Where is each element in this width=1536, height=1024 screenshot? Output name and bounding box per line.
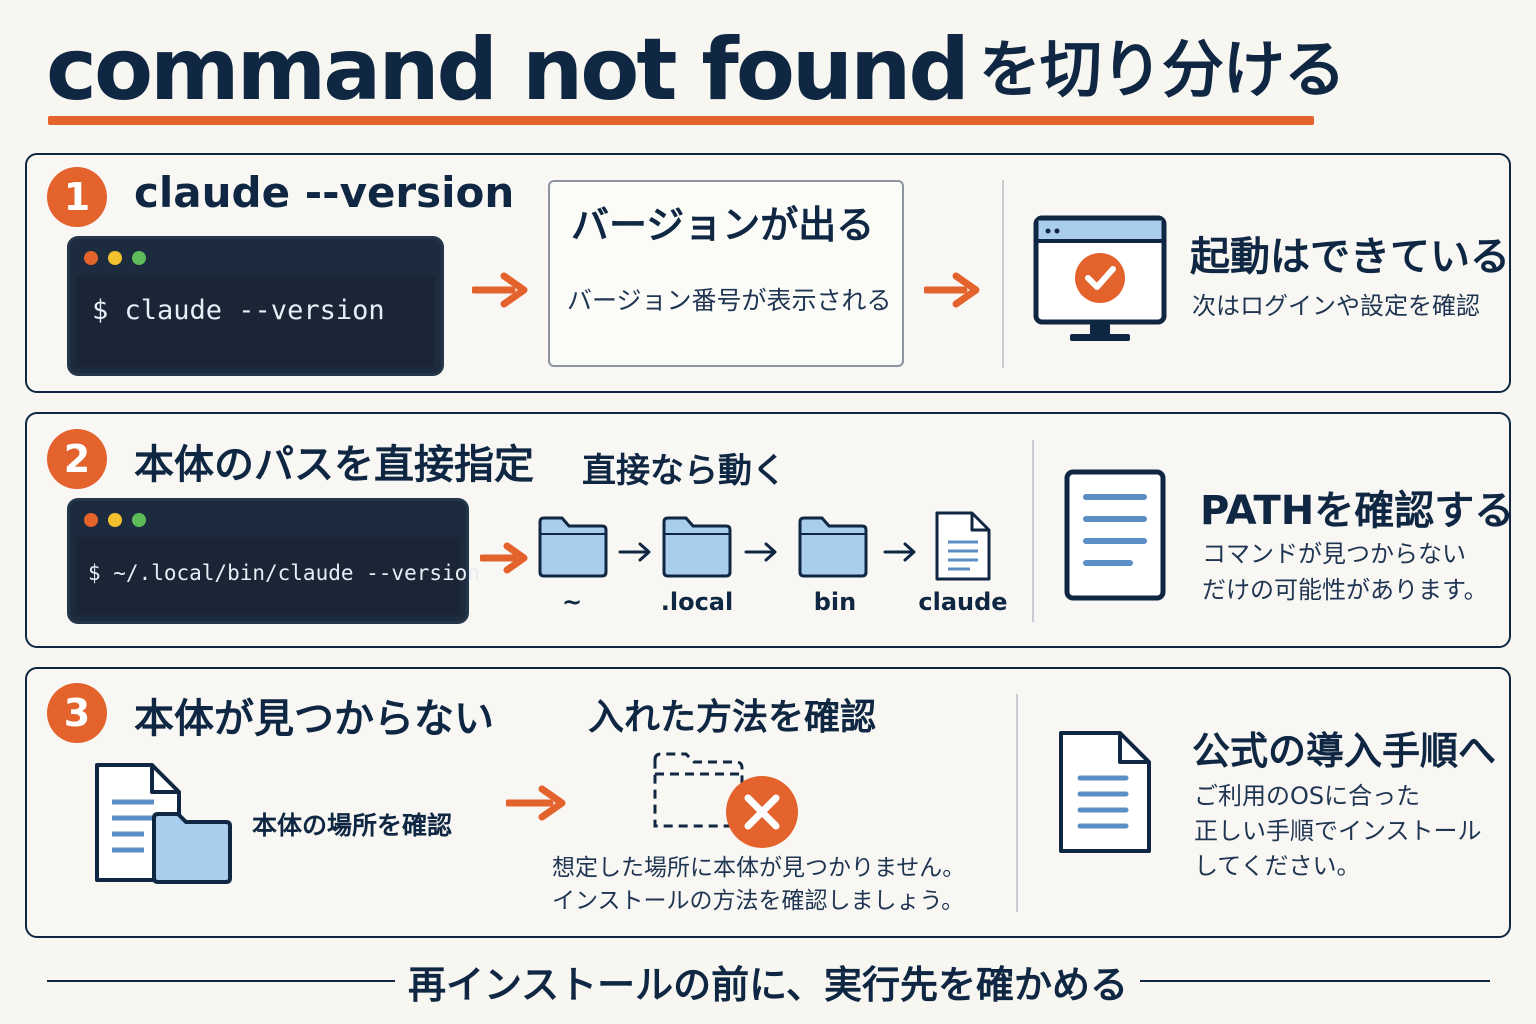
- terminal-titlebar: [70, 501, 466, 537]
- missing-folder-icon: [653, 752, 798, 848]
- divider: [1002, 180, 1004, 368]
- file-and-folder-icon: [95, 763, 232, 884]
- step3-left-label: 本体の場所を確認: [252, 811, 453, 840]
- step2-outcome-title: PATHを確認する: [1200, 488, 1515, 534]
- terminal-titlebar: [70, 239, 441, 275]
- arrow-right-icon: [924, 272, 980, 308]
- step1-badge: 1: [47, 167, 107, 227]
- minimize-dot-icon: [108, 251, 122, 265]
- path-part-label: claude: [918, 588, 1008, 616]
- step1-result-title: バージョンが出る: [571, 203, 875, 247]
- step3-outcome-desc-1: ご利用のOSに合った: [1194, 782, 1421, 810]
- step3-heading: 本体が見つからない: [134, 696, 494, 742]
- title-sub: を切り分ける: [978, 33, 1346, 106]
- step3-outcome-desc-2: 正しい手順でインストール: [1194, 817, 1482, 845]
- arrow-right-icon: [480, 542, 528, 574]
- step3-middle-desc-2: インストールの方法を確認しましょう。: [552, 888, 965, 914]
- step3-badge: 3: [47, 683, 107, 743]
- arrow-right-icon: [472, 272, 528, 308]
- title-main: command not found: [46, 20, 970, 120]
- step1-command: $ claude --version: [92, 295, 385, 326]
- step1-outcome-desc: 次はログインや設定を確認: [1192, 292, 1480, 320]
- divider: [1032, 440, 1034, 622]
- arrow-right-icon: [506, 785, 566, 821]
- step1-result-desc: バージョン番号が表示される: [567, 286, 892, 315]
- folder-icon: [798, 516, 868, 578]
- file-icon: [935, 511, 991, 581]
- step1-heading: claude --version: [134, 168, 515, 217]
- monitor-check-icon: [1033, 215, 1167, 341]
- step2-flow-title: 直接なら動く: [582, 451, 786, 491]
- close-dot-icon: [84, 251, 98, 265]
- step1-outcome-title: 起動はできている: [1190, 234, 1510, 280]
- step1-result-box: [548, 180, 904, 367]
- close-dot-icon: [84, 513, 98, 527]
- arrow-right-icon: [744, 542, 777, 562]
- footer-rule-right: [1140, 980, 1490, 982]
- step2-badge: 2: [47, 429, 107, 489]
- step3-outcome-title: 公式の導入手順へ: [1192, 729, 1497, 773]
- step2-command: $ ~/.local/bin/claude --version: [88, 561, 480, 585]
- file-icon: [1059, 731, 1151, 853]
- document-icon: [1064, 469, 1166, 601]
- arrow-right-icon: [618, 542, 651, 562]
- path-part-label: ~: [561, 588, 583, 616]
- title-underline: [48, 116, 1314, 125]
- footer-message: 再インストールの前に、実行先を確かめる: [407, 963, 1129, 1007]
- step2-outcome-desc-2: だけの可能性があります。: [1202, 576, 1488, 604]
- step2-heading: 本体のパスを直接指定: [134, 442, 534, 488]
- path-part-label: bin: [813, 588, 857, 616]
- footer-rule-left: [47, 980, 395, 982]
- maximize-dot-icon: [132, 251, 146, 265]
- maximize-dot-icon: [132, 513, 146, 527]
- step2-outcome-desc-1: コマンドが見つからない: [1202, 540, 1466, 568]
- path-part-label: .local: [660, 588, 734, 616]
- folder-icon: [538, 516, 608, 578]
- divider: [1016, 694, 1018, 912]
- folder-icon: [662, 516, 732, 578]
- step2-terminal: $ ~/.local/bin/claude --version: [70, 501, 480, 621]
- step1-terminal: $ claude --version: [70, 239, 441, 373]
- step3-middle-desc-1: 想定した場所に本体が見つかりません。: [552, 855, 966, 881]
- step3-outcome-desc-3: してください。: [1194, 852, 1361, 880]
- arrow-right-icon: [883, 542, 916, 562]
- minimize-dot-icon: [108, 513, 122, 527]
- step3-middle-title: 入れた方法を確認: [588, 697, 877, 738]
